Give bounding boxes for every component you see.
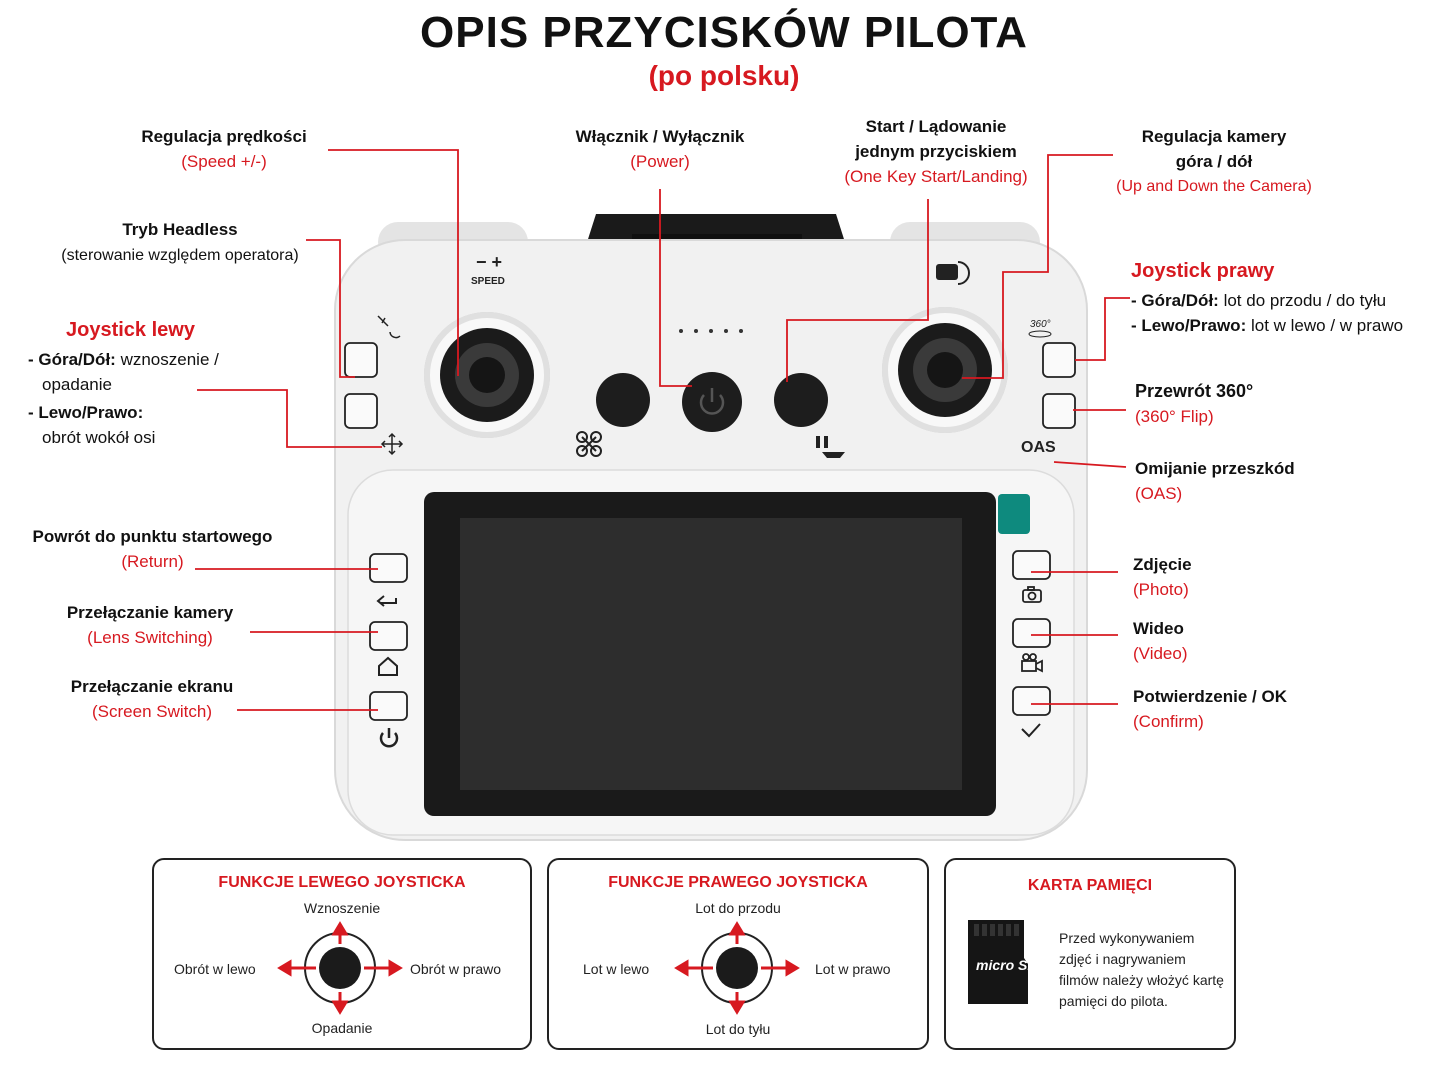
right-joystick[interactable] (882, 307, 1008, 433)
dir-left: Obrót w lewo (174, 961, 256, 977)
label-lens: Przełączanie kamery(Lens Switching) (66, 603, 234, 647)
return-icon (376, 595, 397, 607)
check-icon (1021, 723, 1041, 738)
dir-down: Opadanie (311, 1020, 373, 1036)
headless-icon (377, 315, 401, 339)
right-joystick-functions-box: FUNKCJE PRAWEGO JOYSTICKA Lot do przodu … (547, 858, 929, 1050)
one-key-start-button[interactable] (774, 373, 828, 427)
leader-lines (195, 149, 1130, 711)
drone-icon (576, 431, 602, 457)
left-joystick[interactable] (424, 312, 550, 438)
label-photo: Zdjęcie(Photo) (1133, 555, 1192, 599)
lens-switch-button[interactable] (369, 621, 408, 651)
joystick-direction-diagram (674, 921, 800, 1015)
microsd-logo: micro SD (976, 957, 1032, 973)
label-power: Włącznik / Wyłącznik(Power) (575, 127, 745, 171)
photo-camera-icon (1022, 586, 1042, 603)
joystick-direction-diagram (277, 921, 403, 1015)
indicator-tab (998, 494, 1030, 534)
label-flip: Przewrót 360°(360° Flip) (1135, 381, 1254, 426)
dir-right: Obrót w prawo (410, 961, 502, 977)
power-icon (699, 394, 725, 415)
dir-left: Lot w lewo (583, 961, 650, 977)
photo-button[interactable] (1012, 550, 1051, 580)
screen-power-icon (379, 732, 399, 748)
label-return: Powrót do punktu startowego(Return) (32, 527, 273, 571)
dir-up: Lot do przodu (695, 900, 781, 916)
label-screen-switch: Przełączanie ekranu(Screen Switch) (70, 677, 234, 721)
screen-display (460, 518, 962, 790)
label-confirm: Potwierdzenie / OK(Confirm) (1133, 687, 1287, 731)
memory-card-note: Przed wykonywaniem zdjęć i nagrywaniem f… (1059, 930, 1224, 1009)
screen-switch-button[interactable] (369, 691, 408, 721)
dir-right: Lot w prawo (815, 961, 891, 977)
return-button[interactable] (369, 553, 408, 583)
dir-up: Wznoszenie (303, 900, 381, 916)
memory-card-box: KARTA PAMIĘCI micro SD Przed wykonywanie… (944, 858, 1236, 1050)
box-title: FUNKCJE PRAWEGO JOYSTICKA (608, 874, 868, 891)
headless-button[interactable] (344, 342, 378, 378)
page-subtitle: (po polsku) (648, 60, 800, 91)
takeoff-land-icon (816, 436, 845, 458)
camera-tilt-icon (936, 261, 970, 285)
microsd-card-icon: micro SD (968, 920, 1032, 1004)
oas-text: OAS (1021, 439, 1056, 456)
home-icon (378, 656, 398, 676)
move-arrows-icon (380, 432, 404, 456)
label-speed: Regulacja prędkości(Speed +/-) (141, 127, 307, 171)
label-joystick-left: Joystick lewy - Góra/Dół: wznoszenie / o… (28, 319, 219, 447)
left-joystick-functions-box: FUNKCJE LEWEGO JOYSTICKA Wznoszenie Obró… (152, 858, 532, 1050)
flip-360-button[interactable] (1042, 342, 1076, 378)
video-camera-icon (1021, 653, 1043, 673)
box-title: FUNKCJE LEWEGO JOYSTICKA (218, 874, 466, 891)
label-joystick-right: Joystick prawy - Góra/Dół: lot do przodu… (1131, 260, 1404, 335)
left-center-button[interactable] (596, 373, 650, 427)
label-oas: Omijanie przeszkód(OAS) (1135, 459, 1295, 503)
speed-text: SPEED (471, 276, 505, 287)
oas-button[interactable] (1042, 393, 1076, 429)
battery-led-dots (679, 329, 743, 333)
label-video: Wideo(Video) (1133, 619, 1188, 663)
label-headless: Tryb Headless(sterowanie względem operat… (61, 220, 299, 264)
box-title: KARTA PAMIĘCI (1027, 877, 1153, 894)
page-title: OPIS PRZYCISKÓW PILOTA (420, 8, 1028, 57)
speed-minus-plus: − + (476, 252, 502, 272)
video-button[interactable] (1012, 618, 1051, 648)
left-side-button-2[interactable] (344, 393, 378, 429)
flip-360-icon: 360° (1030, 319, 1051, 330)
dir-down: Lot do tyłu (705, 1021, 771, 1037)
confirm-button[interactable] (1012, 686, 1051, 716)
